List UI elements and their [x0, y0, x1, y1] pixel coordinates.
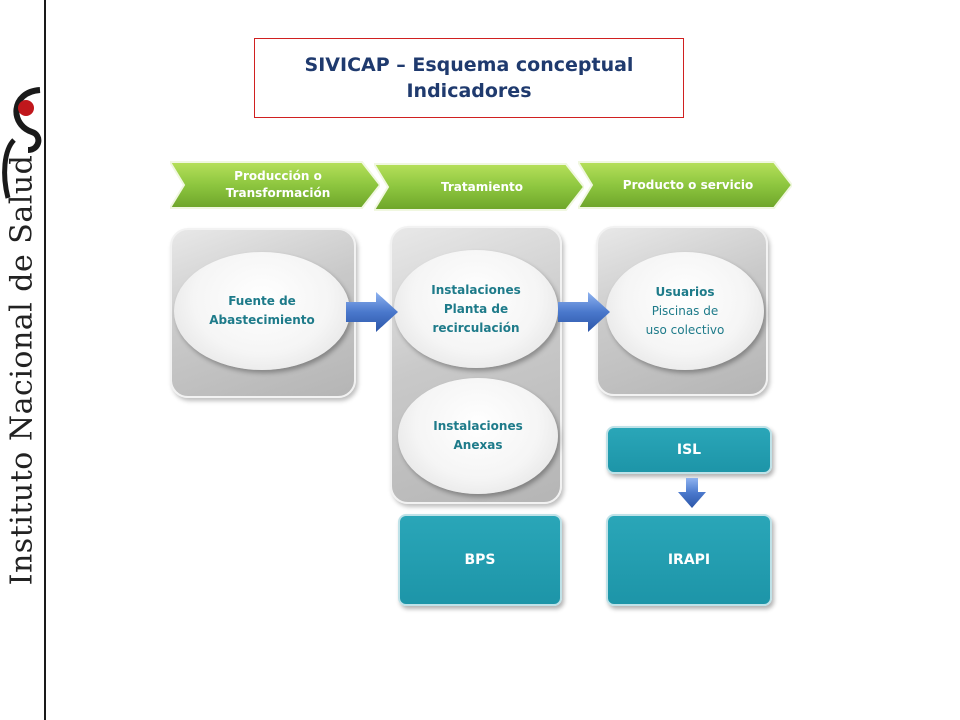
- stage-label-production-2: Transformación: [225, 186, 331, 200]
- institution-logo: [2, 87, 42, 199]
- node-instalaciones-anexas: Instalaciones Anexas: [398, 378, 558, 494]
- node-anexas-line-2: Anexas: [453, 438, 503, 452]
- stage-chevron-product: Producto o servicio: [578, 160, 792, 210]
- sidebar-divider: [44, 0, 46, 720]
- title-box: SIVICAP – Esquema conceptual Indicadores: [254, 38, 684, 118]
- node-planta-line-2: Planta de: [443, 301, 509, 316]
- indicator-irapi: IRAPI: [606, 514, 772, 606]
- indicator-bps-label: BPS: [464, 552, 496, 568]
- indicator-bps: BPS: [398, 514, 562, 606]
- stage-label-product: Producto o servicio: [622, 177, 754, 192]
- indicator-irapi-label: IRAPI: [667, 552, 711, 568]
- stage-chevron-treatment: Tratamiento: [374, 162, 584, 212]
- sidebar-band: [0, 0, 44, 720]
- node-planta-line-1: Instalaciones: [431, 282, 521, 297]
- node-fuente: Fuente de Abastecimiento: [174, 252, 350, 370]
- node-fuente-line-1: Fuente de: [228, 294, 296, 308]
- node-usuarios-line-2: Piscinas de: [651, 303, 719, 318]
- indicator-isl-label: ISL: [676, 442, 702, 458]
- node-fuente-line-2: Abastecimiento: [209, 313, 315, 327]
- node-planta-line-3: recirculación: [432, 320, 520, 335]
- node-usuarios-line-1: Usuarios: [655, 284, 715, 299]
- institution-name: Instituto Nacional de Salud: [4, 154, 40, 586]
- stage-label-production-1: Producción o: [234, 169, 322, 183]
- node-anexas-line-1: Instalaciones: [433, 419, 523, 433]
- title-line-2: Indicadores: [406, 80, 532, 102]
- node-instalaciones-planta: Instalaciones Planta de recirculación: [394, 250, 558, 368]
- flow-arrow-right-icon: [346, 292, 398, 332]
- node-usuarios: Usuarios Piscinas de uso colectivo: [606, 252, 764, 370]
- stage-label-treatment: Tratamiento: [441, 179, 523, 194]
- stage-chevron-production: Producción o Transformación: [170, 160, 380, 210]
- node-usuarios-line-3: uso colectivo: [645, 322, 725, 337]
- title-line-1: SIVICAP – Esquema conceptual: [304, 54, 634, 76]
- flow-arrow-right-icon: [558, 292, 610, 332]
- indicator-isl: ISL: [606, 426, 772, 474]
- flow-arrow-down-icon: [678, 478, 706, 508]
